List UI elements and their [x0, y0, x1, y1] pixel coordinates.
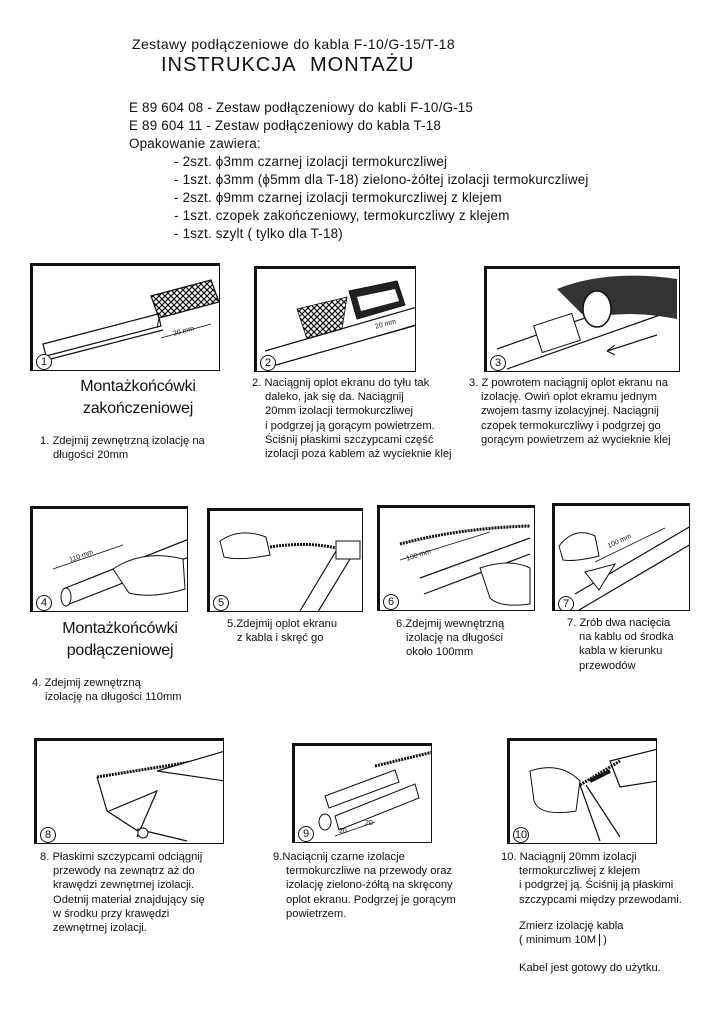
figure-number: 5: [213, 595, 229, 611]
figure-number: 7: [558, 596, 574, 611]
step-8-caption: 8. Płaskimi szczypcami odciągnij przewod…: [40, 850, 205, 935]
figure-3: 3: [484, 266, 680, 372]
figure-10: 10: [507, 738, 657, 844]
step-10-caption: 10. Naciągnij 20mm izolacji termokurczli…: [501, 850, 682, 975]
figure-number: 10: [513, 827, 529, 843]
measure-instruction: Zmierz izolację kabla: [519, 920, 623, 932]
figure-2: 20 mm 2: [254, 266, 416, 372]
step-3-caption: 3. Z powrotem naciągnij oplot ekranu na …: [469, 376, 671, 447]
package-contents-heading: Opakowanie zawiera:: [129, 135, 589, 153]
end-cap-illustration: [487, 269, 680, 372]
section-title-end-termination: Montażkońcówki zakończeniowej: [68, 376, 208, 420]
pliers-pull-illustration: [37, 741, 224, 844]
step-4-caption: 4. Zdejmij zewnętrzną izolację na długoś…: [32, 676, 182, 704]
unit-glyph: [599, 934, 600, 946]
heatshrink-sleeves-illustration: [295, 746, 432, 843]
figure-number: 4: [36, 595, 52, 611]
dimension-label: 20: [365, 820, 373, 827]
contents-item: - 2szt. ϕ9mm czarnej izolacji termokurcz…: [129, 189, 589, 207]
figure-7: 100 mm 7: [552, 503, 690, 611]
measure-minimum: ( minimum 10M: [519, 934, 596, 946]
final-crimp-illustration: [510, 741, 657, 844]
figure-number: 6: [383, 594, 399, 610]
contents-item: - 1szt. szylt ( tylko dla T-18): [129, 225, 589, 243]
step-6-caption: 6.Zdejmij wewnętrzną izolację na długośc…: [396, 617, 504, 660]
figure-number: 9: [298, 826, 314, 842]
dimension-label: 20: [339, 828, 347, 835]
product-line-2: E 89 604 11 - Zestaw podłączeniowy do ka…: [129, 117, 589, 135]
figure-6: 100 mm 6: [377, 505, 535, 611]
step-2-caption: 2. Naciągnij oplot ekranu do tyłu tak da…: [252, 376, 452, 461]
document-title: INSTRUKCJA MONTAŻU: [161, 54, 414, 77]
figure-5: 5: [207, 508, 363, 612]
document-subtitle: Zestawy podłączeniowe do kabla F-10/G-15…: [132, 36, 455, 52]
figure-1: 20 mm 1: [30, 263, 220, 371]
kit-description: E 89 604 08 - Zestaw podłączeniowy do ka…: [129, 99, 589, 243]
step-5-caption: 5.Zdejmij oplot ekranu z kabla i skręć g…: [227, 617, 337, 645]
cut-cable-illustration: [555, 506, 690, 611]
inner-strip-illustration: [380, 508, 535, 611]
completion-note: Kabel jest gotowy do użytku.: [501, 961, 682, 975]
figure-number: 3: [490, 355, 506, 371]
product-line-1: E 89 604 08 - Zestaw podłączeniowy do ka…: [129, 99, 589, 117]
outer-strip-illustration: [33, 509, 188, 612]
figure-number: 8: [40, 827, 56, 843]
step-9-caption: 9.Naciącnij czarne izolacje termokurczli…: [273, 850, 456, 921]
contents-item: - 2szt. ϕ3mm czarnej izolacji termokurcz…: [129, 153, 589, 171]
figure-9: 20 20 9: [292, 743, 432, 843]
figure-8: 8: [34, 738, 224, 844]
cable-strip-illustration: [33, 266, 220, 371]
step-7-caption: 7. Zrób dwa nacięcia na kablu od środka …: [567, 616, 674, 673]
contents-item: - 1szt. ϕ3mm (ϕ5mm dla T-18) zielono-żół…: [129, 171, 589, 189]
twist-braid-illustration: [210, 511, 363, 612]
contents-item: - 1szt. czopek zakończeniowy, termokurcz…: [129, 207, 589, 225]
figure-4: 110 mm 4: [30, 506, 188, 612]
step-1-caption: 1. Zdejmij zewnętrzną izolację na długoś…: [40, 434, 205, 462]
figure-number: 2: [260, 355, 276, 371]
section-title-connection: Montażkońcówki podłączeniowej: [50, 618, 190, 662]
figure-number: 1: [36, 354, 52, 370]
